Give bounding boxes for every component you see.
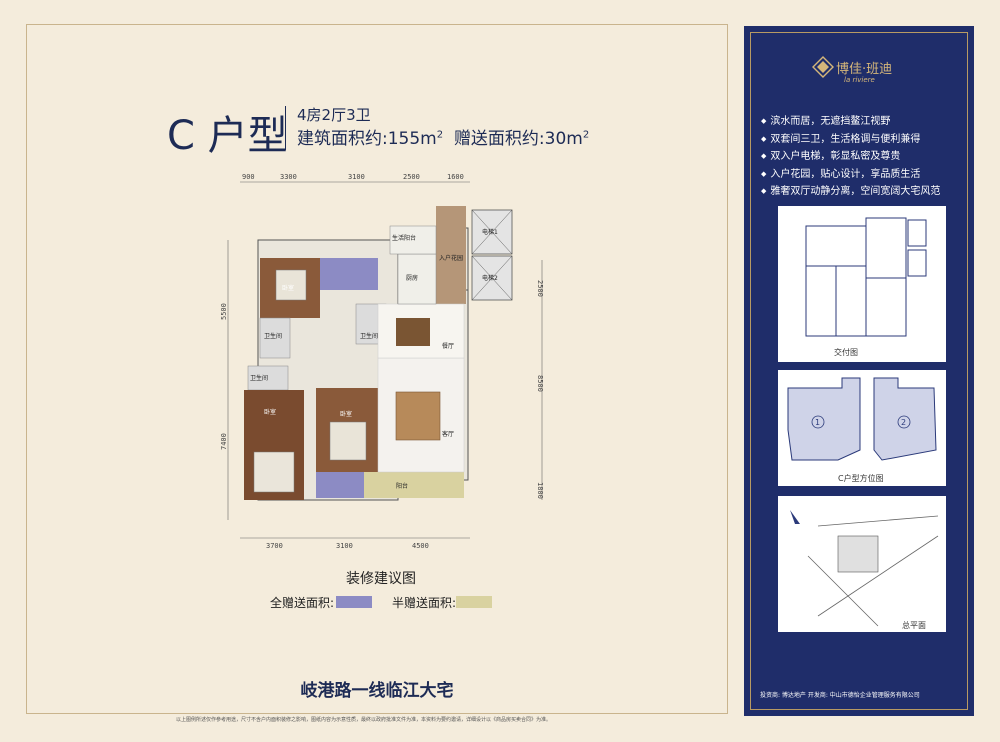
- label-bedroom-mid: 卧室: [340, 410, 352, 418]
- label-kitchen: 厨房: [406, 274, 418, 282]
- dim-left-1: 7400: [220, 433, 228, 450]
- plan-frame: [26, 24, 728, 714]
- dim-top-0: 900: [242, 173, 255, 181]
- title-divider: [285, 106, 286, 150]
- label-bath3: 卫生间: [250, 374, 268, 382]
- feature-item: 双套间三卫，生活格调与便利兼得: [761, 131, 940, 149]
- north-arrow-icon: [790, 510, 800, 524]
- feature-item: 滨水而居，无遮挡鳌江视野: [761, 113, 940, 131]
- label-balcony: 阳台: [396, 482, 408, 490]
- plan-title: C 户型: [167, 113, 288, 159]
- bonus-area-bottom: [316, 472, 364, 498]
- bonus-area-top: [320, 258, 378, 290]
- site-plan-card: 总平面: [778, 496, 946, 632]
- floor-plan: 卧室 卧室 卧室 卫生间 卫生间 卫生间 厨房 餐厅 客厅 阳台 生活阳台 入户…: [220, 173, 544, 550]
- delivery-plan-card: 交付图: [778, 206, 946, 362]
- label-elevator2: 电梯2: [482, 274, 498, 282]
- position-unit-2: 2: [901, 418, 906, 427]
- feature-item: 双入户电梯，彰显私密及尊贵: [761, 148, 940, 166]
- delivery-plan-label: 交付图: [834, 348, 858, 357]
- dim-bottom-0: 3700: [266, 542, 283, 550]
- position-unit-1: 1: [815, 418, 820, 427]
- build-area-unit-sup: 2: [436, 129, 444, 141]
- builder-info: 投资商: 博达地产 开发商: 中山市德怡企业管理服务有限公司: [760, 692, 920, 699]
- bonus-area-value: 30m: [544, 129, 583, 149]
- position-label: C户型方位图: [838, 474, 884, 483]
- label-bedroom-left: 卧室: [264, 408, 276, 416]
- legend-full-label: 全赠送面积:: [270, 596, 335, 610]
- slogan: 岐港路一线临江大宅: [300, 681, 454, 701]
- area-text: 建筑面积约:155m2 赠送面积约:30m2: [297, 124, 589, 149]
- dim-top-2: 3100: [348, 173, 365, 181]
- feature-item: 雅奢双厅动静分离，空间宽阔大宅风范: [761, 183, 940, 201]
- legend-half-swatch: [456, 596, 492, 608]
- sidebar-border: [750, 32, 968, 710]
- position-drawing: 1 2: [787, 377, 937, 461]
- dim-right-0: 2500: [536, 280, 544, 297]
- sidebar-panel: 博佳·班迪 la riviere 滨水而居，无遮挡鳌江视野 双套间三卫，生活格调…: [744, 26, 974, 716]
- legend-half-label: 半赠送面积:: [392, 596, 457, 610]
- dim-top-4: 1600: [447, 173, 464, 181]
- disclaimer: 以上图例所述仅作参考用途，尺寸不含户内面积装修之影响，图纸内容为示意性质，最终以…: [176, 717, 552, 723]
- room-service-balcony: [389, 225, 437, 255]
- label-dining: 餐厅: [442, 342, 454, 350]
- dim-bottom-2: 4500: [412, 542, 429, 550]
- brand-logo-icon: [812, 56, 834, 78]
- bonus-area-unit-sup: 2: [582, 129, 590, 141]
- legend-full-swatch: [336, 596, 372, 608]
- half-bonus-garden: [436, 206, 466, 304]
- label-bath1: 卫生间: [264, 332, 282, 340]
- dim-right-2: 1800: [536, 482, 544, 499]
- bonus-area-label: 赠送面积约:: [453, 129, 545, 149]
- dim-top-3: 2500: [403, 173, 420, 181]
- label-bath2: 卫生间: [360, 332, 378, 340]
- position-card: 1 2 C户型方位图: [778, 370, 946, 486]
- label-elevator1: 电梯1: [482, 228, 498, 236]
- site-plan-label: 总平面: [902, 621, 926, 630]
- build-area-label: 建筑面积约:: [297, 129, 388, 149]
- delivery-plan-drawing: [805, 217, 927, 337]
- build-area-value: 155m: [387, 129, 437, 149]
- dim-right-1: 8500: [536, 375, 544, 392]
- layout-text: 4房2厅3卫: [297, 106, 371, 124]
- feature-item: 入户花园，贴心设计，享品质生活: [761, 166, 940, 184]
- label-entry-garden: 入户花园: [439, 254, 463, 262]
- plan-caption: 装修建议图: [346, 571, 416, 587]
- feature-list: 滨水而居，无遮挡鳌江视野 双套间三卫，生活格调与便利兼得 双入户电梯，彰显私密及…: [761, 113, 940, 201]
- brand-name-en: la riviere: [844, 76, 875, 84]
- brand-name: 博佳·班迪: [836, 62, 893, 77]
- label-bedroom-top: 卧室: [282, 284, 294, 292]
- dim-top-1: 3300: [280, 173, 297, 181]
- label-service-balcony: 生活阳台: [392, 234, 416, 242]
- dim-bottom-1: 3100: [336, 542, 353, 550]
- site-plan-drawing: [790, 510, 939, 627]
- room-kitchen: [397, 253, 437, 305]
- dim-left-0: 5500: [220, 303, 228, 320]
- label-living: 客厅: [442, 430, 454, 438]
- half-bonus-balcony: [364, 472, 464, 498]
